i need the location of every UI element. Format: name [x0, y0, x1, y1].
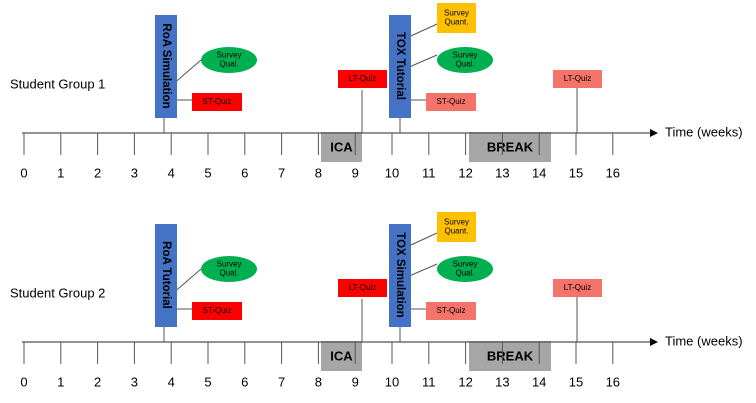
axis-tick-label: 2: [94, 374, 101, 389]
axis-arrow-icon: [650, 338, 658, 346]
survey-qual-ellipse: [201, 47, 257, 73]
lt-quiz-label: LT-Quiz: [564, 74, 591, 83]
survey-quant-box: [437, 212, 476, 242]
break-box: [469, 132, 551, 162]
axis-tick-label: 6: [241, 374, 248, 389]
time-axis-label: Time (weeks): [665, 124, 743, 139]
activity1-bar: [155, 224, 177, 327]
lt-quiz-box: [553, 70, 602, 88]
break-box: [469, 341, 551, 371]
survey-qual-ellipse: [437, 256, 493, 282]
time-axis-label: Time (weeks): [665, 333, 743, 348]
axis-tick-label: 4: [168, 374, 175, 389]
group-label: Student Group 1: [10, 76, 105, 91]
st-quiz-label: ST-Quiz: [437, 97, 466, 106]
lt-quiz-box: [338, 70, 387, 88]
axis-tick-label: 12: [458, 165, 472, 180]
st-quiz-box: [192, 93, 242, 111]
axis-tick-label: 7: [278, 374, 285, 389]
axis-tick-label: 0: [20, 165, 27, 180]
lt-quiz-box: [553, 279, 602, 297]
ica-label: ICA: [330, 139, 353, 154]
axis-tick-label: 3: [131, 374, 138, 389]
axis-tick-label: 14: [532, 374, 546, 389]
break-label: BREAK: [487, 139, 534, 154]
activity2-bar: [389, 15, 411, 118]
axis-tick-label: 12: [458, 374, 472, 389]
activity1-label: RoA Simulation: [160, 23, 172, 108]
activity2-label: TOX Tutorial: [394, 32, 406, 100]
axis-tick-label: 16: [606, 374, 620, 389]
axis-tick-label: 13: [495, 165, 509, 180]
axis-tick-label: 1: [57, 165, 64, 180]
st-quiz-label: ST-Quiz: [437, 306, 466, 315]
survey-qual-ellipse: [201, 256, 257, 282]
break-label: BREAK: [487, 348, 534, 363]
axis-tick-label: 1: [57, 374, 64, 389]
axis-tick-label: 8: [315, 374, 322, 389]
st-quiz-label: ST-Quiz: [203, 306, 232, 315]
axis-tick-label: 2: [94, 165, 101, 180]
st-quiz-box: [426, 302, 476, 320]
axis-tick-label: 15: [569, 374, 583, 389]
axis-tick-label: 10: [385, 374, 399, 389]
axis-tick-label: 3: [131, 165, 138, 180]
st-quiz-label: ST-Quiz: [203, 97, 232, 106]
axis-tick-label: 16: [606, 165, 620, 180]
axis-tick-label: 11: [422, 165, 436, 180]
axis-tick-label: 13: [495, 374, 509, 389]
activity1-label: RoA Tutorial: [160, 241, 172, 309]
survey-quant-box: [437, 3, 476, 33]
axis-tick-label: 6: [241, 165, 248, 180]
ica-label: ICA: [330, 348, 353, 363]
axis-tick-label: 0: [20, 374, 27, 389]
lt-quiz-label: LT-Quiz: [349, 283, 376, 292]
axis-tick-label: 10: [385, 165, 399, 180]
axis-tick-label: 5: [204, 374, 211, 389]
axis-tick-label: 11: [422, 374, 436, 389]
axis-tick-label: 5: [204, 165, 211, 180]
st-quiz-box: [192, 302, 242, 320]
activity2-bar: [389, 224, 411, 327]
axis-tick-label: 9: [352, 165, 359, 180]
axis-tick-label: 8: [315, 165, 322, 180]
axis-arrow-icon: [650, 129, 658, 137]
st-quiz-box: [426, 93, 476, 111]
axis-tick-label: 15: [569, 165, 583, 180]
activity1-bar: [155, 15, 177, 118]
survey-qual-ellipse: [437, 47, 493, 73]
group-label: Student Group 2: [10, 285, 105, 300]
axis-tick-label: 9: [352, 374, 359, 389]
lt-quiz-label: LT-Quiz: [349, 74, 376, 83]
axis-tick-label: 4: [168, 165, 175, 180]
activity2-label: TOX Simulation: [394, 232, 406, 317]
axis-tick-label: 14: [532, 165, 546, 180]
axis-tick-label: 7: [278, 165, 285, 180]
lt-quiz-box: [338, 279, 387, 297]
lt-quiz-label: LT-Quiz: [564, 283, 591, 292]
